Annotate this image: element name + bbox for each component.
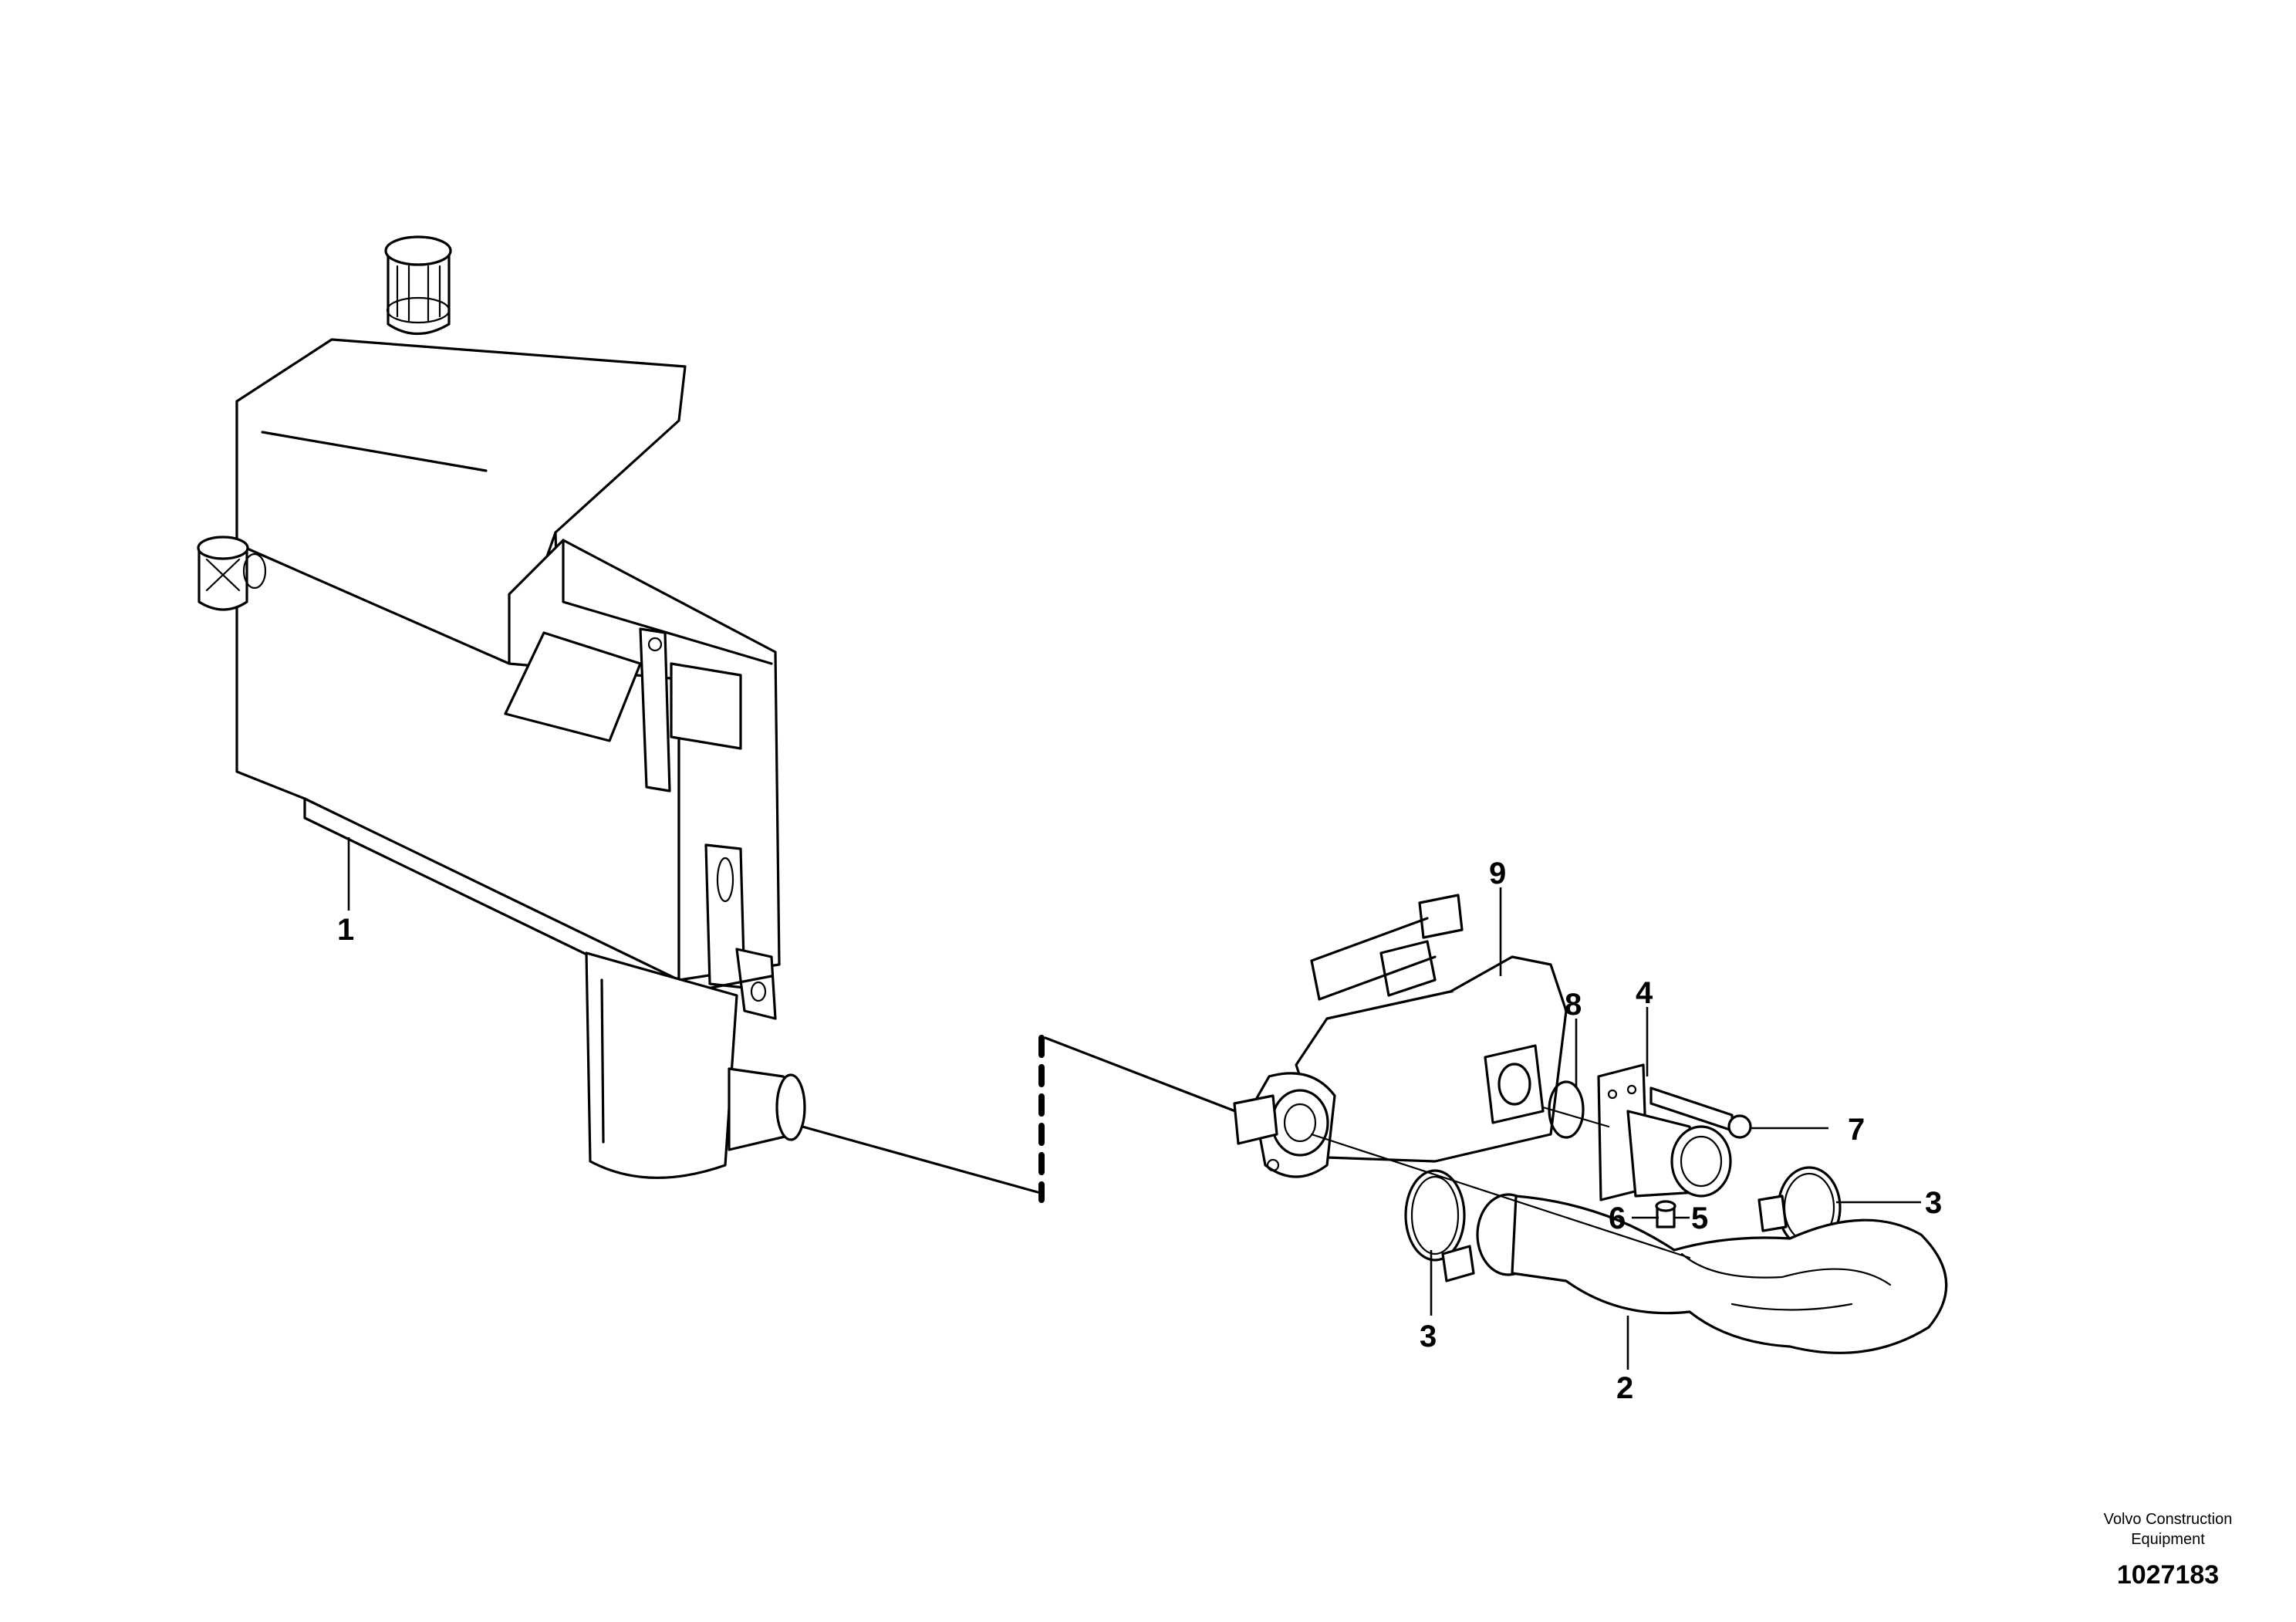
callout-4: 4 bbox=[1636, 976, 1653, 1010]
company-name-line2: Equipment bbox=[2131, 1531, 2205, 1548]
hose-clamp-left bbox=[1404, 1169, 1475, 1282]
callout-8: 8 bbox=[1565, 988, 1582, 1022]
small-screw bbox=[1655, 1200, 1676, 1228]
callout-9: 9 bbox=[1489, 857, 1506, 890]
hydraulic-tank bbox=[197, 235, 806, 1179]
hose-clamp-right bbox=[1757, 1166, 1842, 1249]
pipe-flange bbox=[1597, 1063, 1732, 1201]
callout-3-left: 3 bbox=[1420, 1320, 1437, 1353]
suction-line-connector bbox=[801, 1035, 1267, 1203]
callout-3-right: 3 bbox=[1925, 1186, 1942, 1220]
callout-leaders bbox=[347, 837, 1921, 1370]
callout-1: 1 bbox=[337, 913, 354, 947]
document-number: 1027183 bbox=[2117, 1560, 2219, 1590]
callout-7: 7 bbox=[1848, 1113, 1865, 1147]
hydraulic-pump bbox=[1233, 894, 1568, 1178]
callout-5: 5 bbox=[1691, 1201, 1708, 1235]
suction-hose bbox=[1476, 1193, 1948, 1354]
company-name-line1: Volvo Construction bbox=[2104, 1511, 2233, 1528]
callout-2: 2 bbox=[1616, 1371, 1633, 1405]
bolt bbox=[1649, 1086, 1752, 1139]
callout-6: 6 bbox=[1609, 1201, 1626, 1235]
